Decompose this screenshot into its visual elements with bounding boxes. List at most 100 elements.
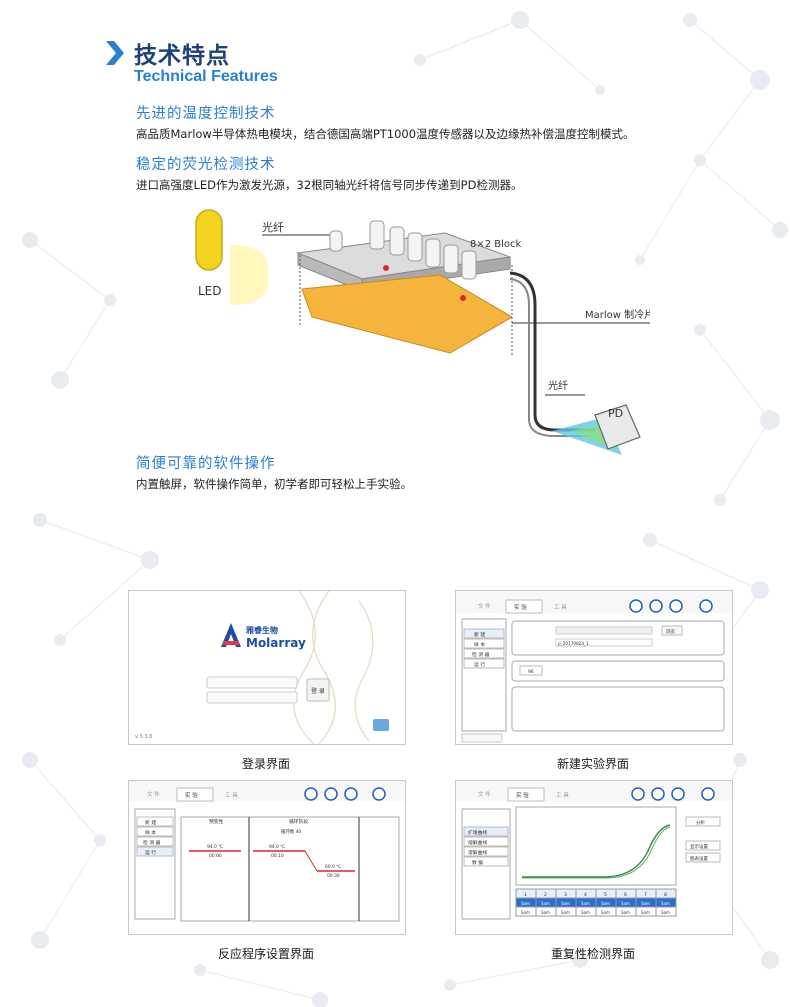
plate-well-label: Sam [621,901,630,906]
add-icon[interactable] [304,787,318,801]
tab-file[interactable]: 文 件 [478,790,491,798]
hold-icon[interactable] [344,787,358,801]
plate-well-label: Sam [561,901,570,906]
display-settings-button[interactable]: 显示设置 [690,843,708,850]
tab-file[interactable]: 文 件 [147,790,160,798]
tab-tools[interactable]: 工 具 [554,604,567,611]
username-input[interactable] [206,676,298,689]
feature-title-temperature: 先进的温度控制技术 [136,106,276,122]
temp-1: 94.0 ℃ [207,844,223,850]
plate-column-label: 6 [624,892,627,898]
login-button[interactable] [306,678,330,702]
caption-login: 登录界面 [241,757,290,771]
users-icon[interactable] [373,719,389,731]
menu-sample[interactable]: 样 本 [145,829,156,836]
stop-icon[interactable] [324,787,338,801]
login-screen-thumbnail: 雅睿生物 Molarray 登 录 v 3.3.0 [128,590,406,745]
play-icon[interactable] [701,787,715,801]
cycle-count: 循环数 40 [281,828,301,835]
pd-label: PD [608,407,623,420]
file-name-input[interactable] [555,638,653,647]
menu-new[interactable]: 新 建 [474,631,485,638]
amplification-plot [515,806,677,886]
menu-run[interactable]: 运 行 [474,661,485,668]
plate-well-label: Sam [641,901,650,906]
tab-tools[interactable]: 工 具 [556,792,569,799]
time-2: 00:10 [271,853,284,859]
caption-new-experiment: 新建实验界面 [556,757,629,771]
feature-desc-fluorescence: 进口高强度LED作为激发光源，32根同轴光纤将信号同步传递到PD检测器。 [136,178,523,192]
hold-icon[interactable] [671,787,685,801]
browse-button[interactable] [661,625,683,636]
tab-experiment[interactable]: 实 验 [516,791,529,799]
plate-well-label: Sam [601,910,610,915]
program-screen-thumbnail: 文 件 实 验 工 具 新 建 样 本 检 测 器 运 行 预变性 循环阶段 循… [128,780,406,935]
block-label: 8×2 Block [470,239,522,250]
temp-3: 60.0 ℃ [325,864,341,870]
play-icon[interactable] [699,599,713,613]
menu-data[interactable]: 数 据 [472,859,483,866]
password-input[interactable] [206,691,298,704]
feature-desc-software: 内置触屏，软件操作简单，初学者即可轻松上手实验。 [136,477,412,491]
optical-system-diagram: LED 光纤 8×2 Block Marlow 制冷片 光纤 PD [195,209,650,455]
menu-amplification[interactable]: 扩增曲线 [468,829,487,836]
hold-icon[interactable] [669,599,683,613]
new-experiment-screen-thumbnail: 文 件 实 验 工 具 新 建 样 本 检 测 器 运 行 浏览 p_20170… [455,590,733,745]
stop-icon[interactable] [649,599,663,613]
tab-experiment[interactable]: 实 验 [514,603,527,611]
menu-sample[interactable]: 样 本 [474,641,485,648]
login-version: v 3.3.0 [135,734,152,740]
plate-column-label: 1 [524,892,527,898]
section-title-en: Technical Features [134,68,278,85]
plate-well-label: Sam [661,910,670,915]
plate-well-label: Sam [621,910,630,915]
feature-title-software: 简便可靠的软件操作 [136,456,276,472]
stage-predenature: 预变性 [209,818,224,825]
plate-well-label: Sam [601,901,610,906]
fiber-top-label: 光纤 [262,220,284,234]
chart-settings-button[interactable]: 图表设置 [690,855,708,862]
plate-well-label: Sam [541,910,550,915]
plate-well-label: Sam [561,910,570,915]
plate-column-label: 3 [564,892,567,898]
repeatability-screen-thumbnail: 文 件 实 验 工 具 扩增曲线 熔解曲线 溶解曲线 数 据 分析 显示 [455,780,733,935]
login-brand-en: Molarray [246,636,306,650]
feature-desc-temperature: 高品质Marlow半导体热电模块，结合德国高端PT1000温度传感器以及边缘热补… [136,127,635,141]
menu-detector[interactable]: 检 测 器 [143,839,161,846]
molarray-logo-icon [221,623,241,647]
login-button-label: 登 录 [311,687,325,695]
menu-detector[interactable]: 检 测 器 [472,651,490,658]
menu-dissolve[interactable]: 溶解曲线 [468,849,487,856]
plate-column-label: 8 [664,892,667,898]
plate-column-label: 5 [604,892,607,898]
menu-melt[interactable]: 熔解曲线 [468,839,487,846]
menu-run[interactable]: 运 行 [145,849,156,856]
tab-file[interactable]: 文 件 [478,602,491,610]
plate-well-label: Sam [541,901,550,906]
led-label: LED [198,284,222,298]
time-3: 00:30 [327,873,340,879]
plate-well-label: Sam [641,910,650,915]
well-plate-grid: 1SamSam2SamSam3SamSam4SamSam5SamSam6SamS… [515,888,677,917]
file-name-value: p_20170824_1 [558,641,589,646]
feature-title-fluorescence: 稳定的荧光检测技术 [136,157,276,173]
add-icon[interactable] [629,599,643,613]
plate-well[interactable] [655,906,677,917]
plate-column-label: 4 [584,892,587,898]
caption-repeatability: 重复性检测界面 [550,947,635,961]
login-brand-cn: 雅睿生物 [246,625,278,635]
plate-column-label: 7 [644,892,647,898]
tab-tools[interactable]: 工 具 [225,792,238,799]
add-icon[interactable] [631,787,645,801]
menu-new[interactable]: 新 建 [145,819,156,826]
stop-icon[interactable] [651,787,665,801]
caption-program: 反应程序设置界面 [217,947,314,961]
tab-experiment[interactable]: 实 验 [185,791,198,799]
plate-well-label: Sam [581,910,590,915]
analyze-button[interactable]: 分析 [696,819,705,826]
browse-button-label: 浏览 [666,628,675,635]
section-title-cn: 技术特点 [134,43,230,69]
chevron-right-icon [106,41,124,65]
play-icon[interactable] [372,787,386,801]
time-1: 00:00 [209,853,222,859]
